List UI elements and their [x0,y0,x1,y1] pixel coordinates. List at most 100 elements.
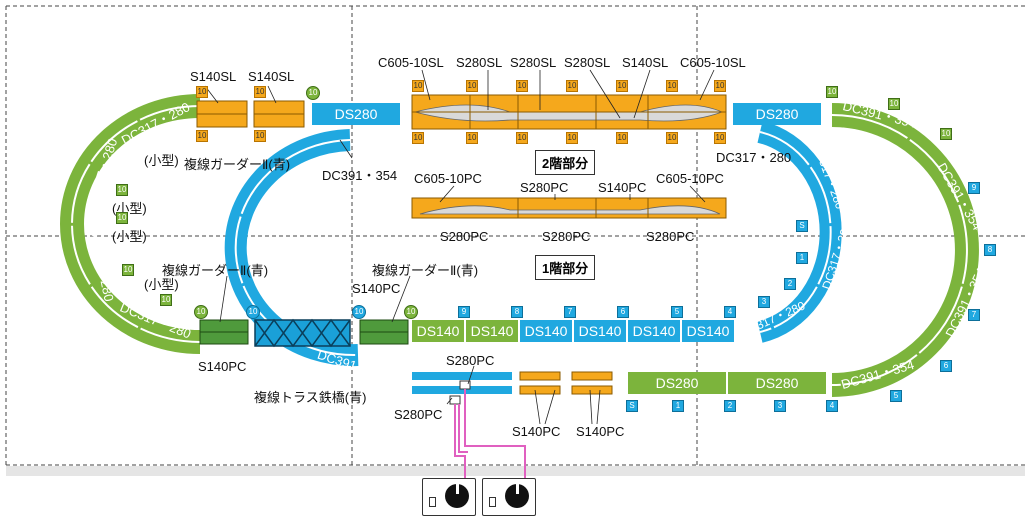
tag-10-green: 10 [888,98,900,110]
dashed-grid [5,5,1025,466]
s280sl-label-2: S280SL [510,55,557,70]
switch-icon [429,497,436,507]
outer-right-curve-divider [831,114,968,386]
ds140-label-1: DS140 [416,323,460,339]
feeder-wires [454,389,526,478]
tag-10-orange: 10 [714,132,726,144]
ds140-track-5: DS140 [628,320,680,342]
power-controller-left[interactable] [422,478,476,516]
leader-lines [204,69,715,425]
tag-10-orange: 10 [516,132,528,144]
power-controller-right[interactable] [482,478,536,516]
tag-5-outer: 5 [890,390,902,402]
small-label-4: (小型) [144,277,179,292]
girder-top-label: 複線ガーダーⅡ(青) [184,157,291,172]
tag-8: 8 [511,306,523,318]
tag-10-orange: 10 [466,132,478,144]
tag-10-orange: 10 [516,80,528,92]
circle-tag-10: 10 [194,305,208,319]
circle-tag-10: 10 [352,305,366,319]
tag-3: 3 [758,296,770,308]
lower-level-track [411,197,727,219]
tag-10-green: 10 [160,294,172,306]
tag-10-orange: 10 [196,130,208,142]
ds280-left-track: DS280 [312,103,400,125]
board-shadow [6,466,1025,476]
s140pc-left-label: S140PC [198,359,247,374]
tag-2-outer: 2 [724,400,736,412]
tag-9: 9 [458,306,470,318]
tag-10-orange: 10 [466,80,478,92]
truss-label: 複線トラス鉄橋(青) [254,390,367,405]
circle-tag-10: 10 [404,305,418,319]
outer-right-curve-track [831,103,979,397]
tag-7: 7 [564,306,576,318]
ds140-label-2: DS140 [470,323,514,339]
tag-9-outer: 9 [968,182,980,194]
s280sl-label-3: S280SL [564,55,611,70]
tag-s: S [796,220,808,232]
s140sl-left-pieces [196,100,305,128]
tag-1: 1 [796,252,808,264]
ds140-label-3: DS140 [524,323,568,339]
tag-10-orange: 10 [566,80,578,92]
tag-10-orange: 10 [412,132,424,144]
s280pc-bottom-left-label: S280PC [440,229,489,244]
girder-mid-label: 複線ガーダーⅡ(青) [372,263,479,278]
s280pc-feeder-bottom-label: S280PC [394,407,443,422]
dial-knob-icon[interactable] [445,482,469,508]
lower-floor-label: 1階部分 [535,255,596,280]
s140pc-mid-label: S140PC [352,281,401,296]
s140pc-bottom-label-2: S140PC [576,424,625,439]
small-label-1: (小型) [144,153,179,168]
tag-10-orange: 10 [616,80,628,92]
girder-bridge-mid [359,319,409,345]
ds280-green-label-2: DS280 [755,375,799,391]
s140pc-bottom-label-1: S140PC [512,424,561,439]
s280pc-top-label: S280PC [520,180,569,195]
girder-left-label: 複線ガーダーⅡ(青) [162,263,269,278]
c605pc-right-label: C605-10PC [656,171,724,186]
tag-10-green: 10 [940,128,952,140]
s280pc-feeder-top-label: S280PC [446,353,495,368]
inner-right-curve-divider [759,131,832,333]
c605-right-label: C605-10SL [680,55,746,70]
tag-3-outer: 3 [774,400,786,412]
tag-10-orange: 10 [666,80,678,92]
ds280-green-track-2: DS280 [728,372,826,394]
upper-floor-label: 2階部分 [535,150,596,175]
ds140-track-4: DS140 [574,320,626,342]
ds280-left-label: DS280 [334,106,378,122]
tag-6: 6 [617,306,629,318]
tag-8-outer: 8 [984,244,996,256]
tag-10-orange: 10 [566,132,578,144]
tag-10-green: 10 [122,264,134,276]
switch-icon [489,497,496,507]
ds140-label-5: DS140 [632,323,676,339]
tag-10-orange: 10 [616,132,628,144]
s140sl-left-label: S140SL [190,69,237,84]
ds140-label-4: DS140 [578,323,622,339]
tag-6-outer: 6 [940,360,952,372]
ds140-track-6: DS140 [682,320,734,342]
tag-10-orange: 10 [196,86,208,98]
tag-10-green: 10 [116,212,128,224]
dc317-280-right-label: DC317・280 [716,150,792,165]
s280pc-bottom-right-label: S280PC [646,229,695,244]
tag-10-orange: 10 [254,130,266,142]
dial-knob-icon[interactable] [505,482,529,508]
tag-10-green: 10 [116,184,128,196]
tag-1-outer: 1 [672,400,684,412]
feeder-tracks [412,371,613,405]
s140pc-top-label: S140PC [598,180,647,195]
girder-bridge-left [199,319,249,345]
small-label-3: (小型) [112,229,147,244]
ds140-label-6: DS140 [686,323,730,339]
tag-10-orange: 10 [412,80,424,92]
s140sl-right-label: S140SL [248,69,295,84]
s280sl-label-1: S280SL [456,55,503,70]
s140sl-mid-label: S140SL [622,55,669,70]
dc391-354-upper-label: DC391・354 [322,168,398,183]
